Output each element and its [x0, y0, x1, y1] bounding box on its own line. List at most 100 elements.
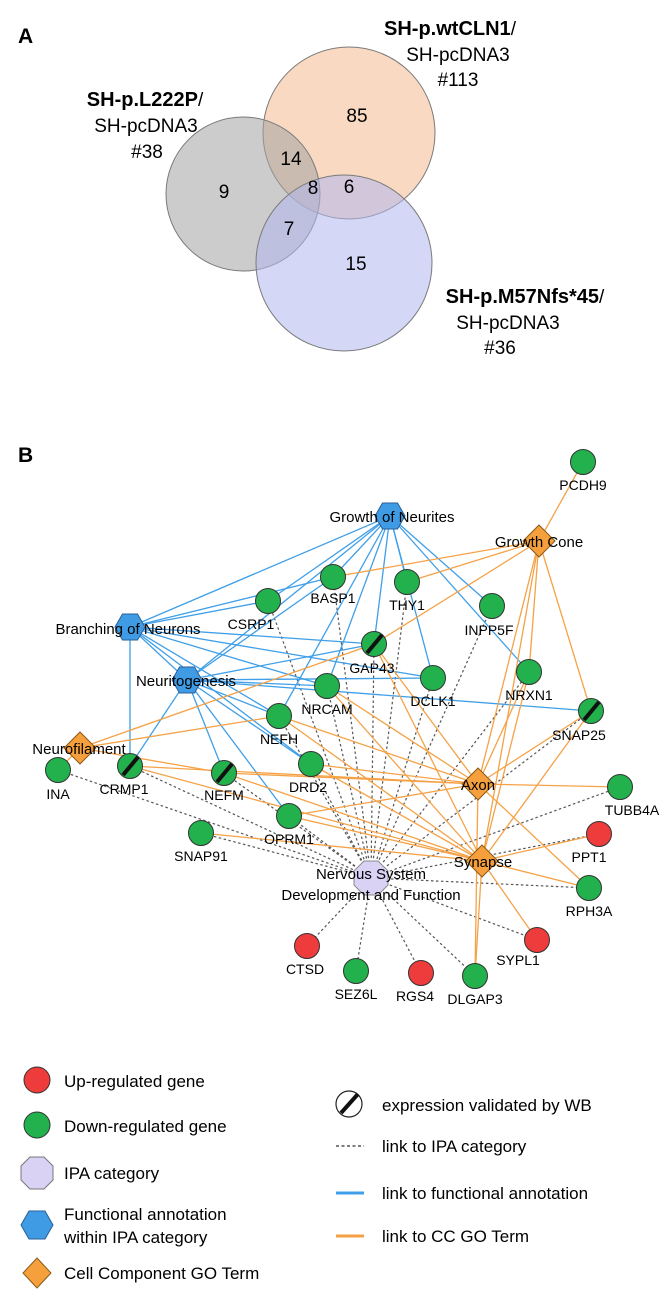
legend-wb: expression validated by WB [335, 1090, 592, 1118]
gene-node-sez6l: SEZ6L [335, 958, 378, 1002]
gene-label: DLGAP3 [447, 991, 502, 1007]
gene-label: NRXN1 [505, 687, 553, 703]
ipa-category-swatch [20, 1156, 54, 1190]
ipa-link-basp1 [332, 576, 372, 879]
wb-slash-icon [121, 755, 140, 777]
gene-node-rgs4: RGS4 [396, 960, 434, 1004]
gene-label: SYPL1 [496, 952, 540, 968]
gene-node-gap43: GAP43 [349, 631, 395, 676]
category-label: Neurofilament [32, 741, 126, 758]
category-node-neuritogenesis: Neuritogenesis [136, 666, 236, 694]
gene-circle [607, 774, 633, 800]
gene-circle [462, 963, 488, 989]
venn-region-l222p-only: 9 [219, 182, 230, 203]
gene-node-ctsd: CTSD [286, 933, 324, 977]
panel-a: A SH-p.wtCLN1/ SH-pcDNA3 #113 SH-p.L222P… [18, 18, 605, 359]
venn-sep-wt: / [511, 19, 517, 40]
up-regulated-swatch [23, 1066, 51, 1094]
gene-circle [266, 703, 292, 729]
ipa-link-tubb4a [370, 786, 621, 879]
ipa-link-inpp5f [370, 605, 493, 879]
gene-circle [188, 820, 214, 846]
cc-link-synapse-nrxn1 [481, 671, 530, 862]
venn-ref-wt: SH-pcDNA3 [406, 45, 509, 66]
category-label: Branching of Neurons [55, 621, 200, 638]
gene-label: GAP43 [349, 660, 394, 676]
cc-link-axon-snap25 [477, 710, 592, 785]
venn-label-wt: SH-p.wtCLN1/ [384, 18, 517, 40]
gene-label: RPH3A [566, 903, 613, 919]
legend-cc-text: Cell Component GO Term [64, 1264, 259, 1283]
legend-wb-text: expression validated by WB [382, 1096, 592, 1115]
cc-link-neurofilament-nefh [79, 715, 280, 749]
functional-link-growth_neurites-nrcam [326, 515, 391, 687]
venn-ref-m57: SH-pcDNA3 [456, 313, 559, 334]
legend: Up-regulated gene Down-regulated gene IP… [20, 1066, 592, 1289]
panel-b-letter: B [18, 444, 33, 467]
functional-link-neuritogenesis-basp1 [186, 576, 334, 681]
wb-slash-icon [365, 633, 384, 655]
cc-go-term-shape [461, 767, 495, 801]
network-edges [57, 461, 621, 977]
cc-link-axon-nrxn1 [477, 671, 530, 785]
cc-link-growth_cone-gap43 [373, 540, 540, 645]
gene-node-oprm1: OPRM1 [264, 803, 314, 847]
functional-annotation-shape [171, 666, 203, 694]
functional-link-neuritogenesis-nrcam [186, 679, 328, 687]
down-regulated-swatch [23, 1111, 51, 1139]
venn-sep-l222p: / [198, 90, 204, 111]
gene-circle [586, 821, 612, 847]
legend-functional-link-text: link to functional annotation [382, 1184, 588, 1203]
functional-link-growth_neurites-branching [129, 515, 391, 628]
gene-node-csrp1: CSRP1 [228, 588, 281, 632]
gene-node-drd2: DRD2 [289, 751, 327, 795]
ipa-link-ina [57, 769, 372, 879]
gene-node-snap91: SNAP91 [174, 820, 228, 864]
gene-label: OPRM1 [264, 831, 314, 847]
gene-circle [524, 927, 550, 953]
venn-name-wt: SH-p.wtCLN1 [384, 18, 511, 40]
cc-go-term-shape [63, 731, 97, 765]
cc-link-axon-crmp1 [129, 765, 479, 785]
gene-node-nrcam: NRCAM [301, 673, 353, 717]
cc-link-synapse-drd2 [310, 763, 483, 862]
functional-link-branching-dclk1 [129, 626, 434, 679]
ipa-category-shape [353, 860, 389, 896]
legend-up-text: Up-regulated gene [64, 1072, 205, 1091]
gene-label: DCLK1 [410, 693, 455, 709]
functional-link-neuritogenesis-drd2 [186, 679, 312, 765]
category-node-axon: Axon [461, 767, 495, 801]
gene-node-inpp5f: INPP5F [464, 593, 514, 638]
legend-functional-annotation: Functional annotation within IPA categor… [20, 1205, 227, 1247]
gene-node-sypl1: SYPL1 [496, 927, 550, 968]
cc-link-synapse-dlgap3 [474, 860, 483, 977]
category-node-neurofilament: Neurofilament [32, 731, 127, 765]
category-label-line1: Nervous System [316, 866, 426, 883]
gene-circle [298, 751, 324, 777]
cc-link-neurofilament-gap43 [79, 643, 375, 749]
category-node-synapse: Synapse [454, 844, 512, 878]
category-node-branching: Branching of Neurons [55, 613, 201, 641]
legend-ipa-text: IPA category [64, 1164, 160, 1183]
gene-label: CTSD [286, 961, 324, 977]
category-label: Growth Cone [495, 534, 583, 551]
gene-node-nrxn1: NRXN1 [505, 659, 553, 703]
functional-link-growth_neurites-nefh [278, 515, 391, 717]
venn-region-wt-only: 85 [346, 106, 367, 127]
gene-label: INPP5F [464, 622, 513, 638]
gene-circle [343, 958, 369, 984]
cc-link-synapse-snap91 [200, 832, 483, 862]
functional-annotation-shape [374, 502, 406, 530]
cc-link-growth_cone-synapse [481, 540, 540, 862]
cc-go-term-swatch [22, 1257, 52, 1289]
venn-region-wt-l222p: 14 [280, 149, 302, 170]
category-label: Neuritogenesis [136, 673, 236, 690]
cc-link-axon-nefh [278, 715, 479, 785]
legend-functional-link: link to functional annotation [336, 1184, 588, 1203]
venn-region-l222p-m57: 7 [284, 219, 295, 240]
legend-functional-text-1: Functional annotation [64, 1205, 227, 1224]
